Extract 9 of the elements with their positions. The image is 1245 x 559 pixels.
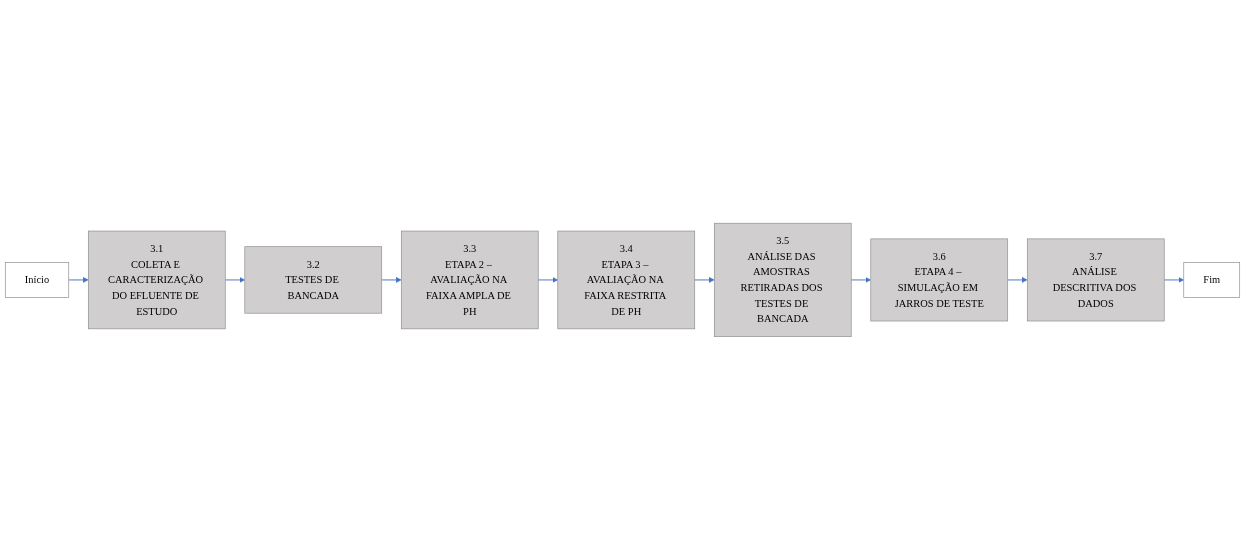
node-box: 3.7 ANÁLISE DESCRITIVA DOS DADOS [1026,238,1165,321]
node-box: 3.6 ETAPA 4 – SIMULAÇÃO EM JARROS DE TESTE [870,238,1009,321]
node-box: Início [4,261,70,298]
node-box: 3.3 ETAPA 2 – AVALIAÇÃO NA FAIXA AMPLA DE PH [400,230,539,329]
node-box: 3.2 TESTES DE BANCADA [244,245,383,314]
node-box: Fim [1183,261,1241,298]
node-box: 3.4 ETAPA 3 – AVALIAÇÃO NA FAIXA RESTRITA DE PH [557,230,696,329]
node-box: 3.1 COLETA E CARACTERIZAÇÃO DO EFLUENTE DE ESTUDO [88,230,226,329]
node-box: 3.5 ANÁLISE DAS AMOSTRAS RETIRADAS DOS TESTES DE BANCADA [713,222,852,337]
